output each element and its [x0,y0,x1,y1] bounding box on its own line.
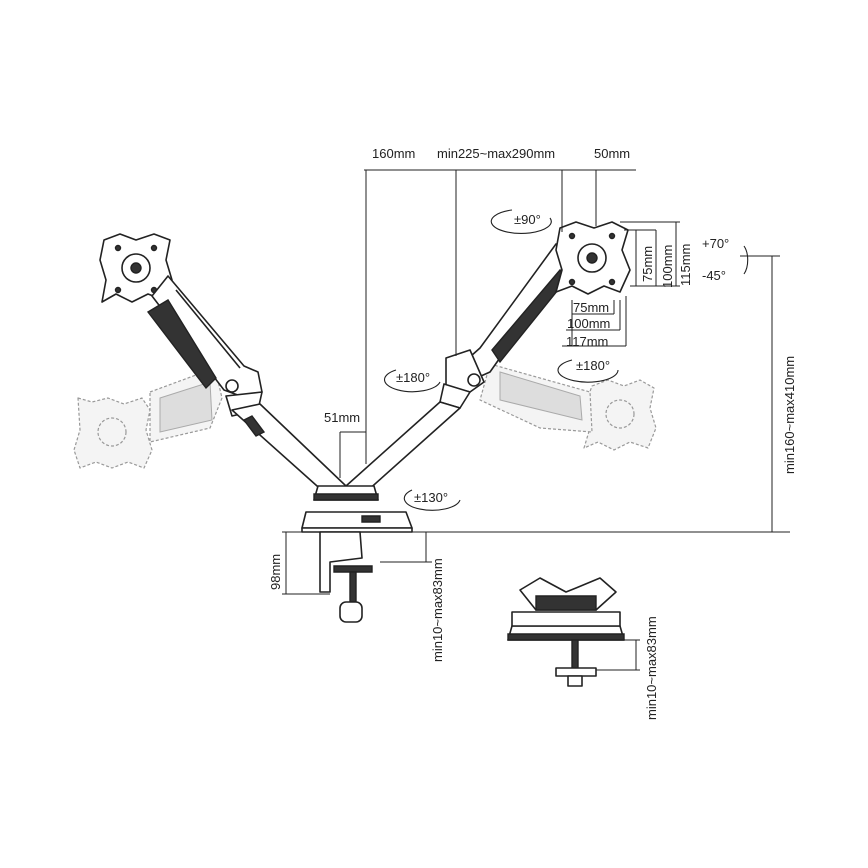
grommet-range-label: min10~max83mm [644,616,659,720]
left-arm [146,275,347,495]
top-dimension-lines [364,169,636,464]
tilt-up-label: +70° [702,236,729,251]
tilt-down-label: -45° [702,268,726,283]
plate-117-label: 117mm [566,334,608,349]
vesa-100-horizontal-label: 100mm [567,316,610,331]
vesa-75-vertical-label: 75mm [640,246,655,282]
grommet-mount [507,577,625,687]
arm-length-label: min225~max290mm [437,146,555,161]
swivel-head-label: ±180° [576,358,610,373]
height-range-label: min160~max410mm [782,356,797,474]
right-vesa-plate [555,221,631,295]
rotate-90-label: ±90° [514,212,541,227]
clamp-range-label: min10~max83mm [430,558,445,662]
desk-base [301,485,413,623]
base-height-label: 98mm [268,554,283,590]
height-dimension-lines [412,255,790,533]
post-gap-label: 51mm [324,410,360,425]
base-dimension-lines [282,531,640,671]
plate-115-vertical-label: 115mm [678,244,693,286]
swivel-base-label: ±130° [414,490,448,505]
ghost-right-monitor [479,363,657,451]
plate-dimension-lines [562,221,680,347]
rotation-arrows [383,209,749,511]
post-gap-dimension [339,431,366,478]
vesa-75-horizontal-label: 75mm [573,300,609,315]
swivel-elbow-label: ±180° [396,370,430,385]
head-offset-label: 50mm [594,146,630,161]
arm-offset-label: 160mm [372,146,415,161]
right-arm [345,243,571,493]
vesa-100-vertical-label: 100mm [660,245,675,288]
ghost-left-monitor [73,367,223,469]
